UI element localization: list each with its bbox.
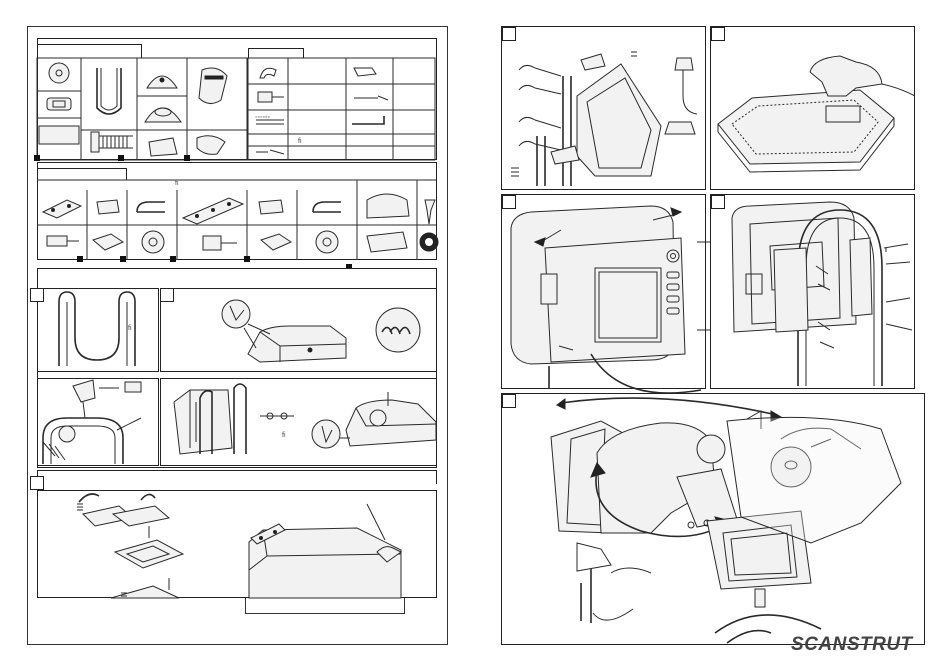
tools-table — [248, 58, 435, 160]
corner-mark — [184, 155, 190, 161]
corner-mark — [244, 256, 250, 262]
mount-footprint — [245, 598, 405, 614]
mount-parts-header — [37, 168, 127, 180]
corner-mark — [118, 155, 124, 161]
scanstrut-logo: SCANSTRUT — [791, 634, 913, 656]
step-8-cradle-illustration — [710, 194, 915, 389]
mount-parts-grid — [37, 180, 437, 260]
step-2-mount-illustration — [160, 288, 437, 372]
parts-illustrations — [37, 58, 247, 160]
step-9-swivel-illustration — [501, 393, 925, 645]
step-4-assembly-illustration — [160, 378, 437, 466]
corner-mark — [170, 256, 176, 262]
pipe-note: fi — [128, 325, 132, 332]
tools-screw-note: ◦◦◦◦◦◦ — [255, 114, 270, 121]
step-7-display-illustration — [501, 194, 706, 389]
step-1-pipe-illustration — [37, 288, 159, 372]
left-page: ◦◦◦◦◦◦ fi fi — [0, 0, 475, 672]
corner-mark — [120, 256, 126, 262]
step-5-bracket-illustration — [501, 26, 706, 190]
corner-mark — [77, 256, 83, 262]
tools-header — [248, 48, 304, 58]
step-3-pipe-illustration — [37, 378, 159, 466]
right-page: SCANSTRUT — [475, 0, 950, 672]
corner-mark — [34, 155, 40, 161]
bottom-panel-illustration — [37, 490, 437, 598]
step-6-cutout-illustration — [710, 26, 915, 190]
assembly-note-mark: fi — [282, 432, 286, 439]
step-5-left-badge — [30, 476, 44, 490]
bottom-panel-header — [37, 470, 437, 484]
tools-note-mark: fi — [298, 138, 302, 145]
hardware-kit-header — [37, 44, 142, 58]
